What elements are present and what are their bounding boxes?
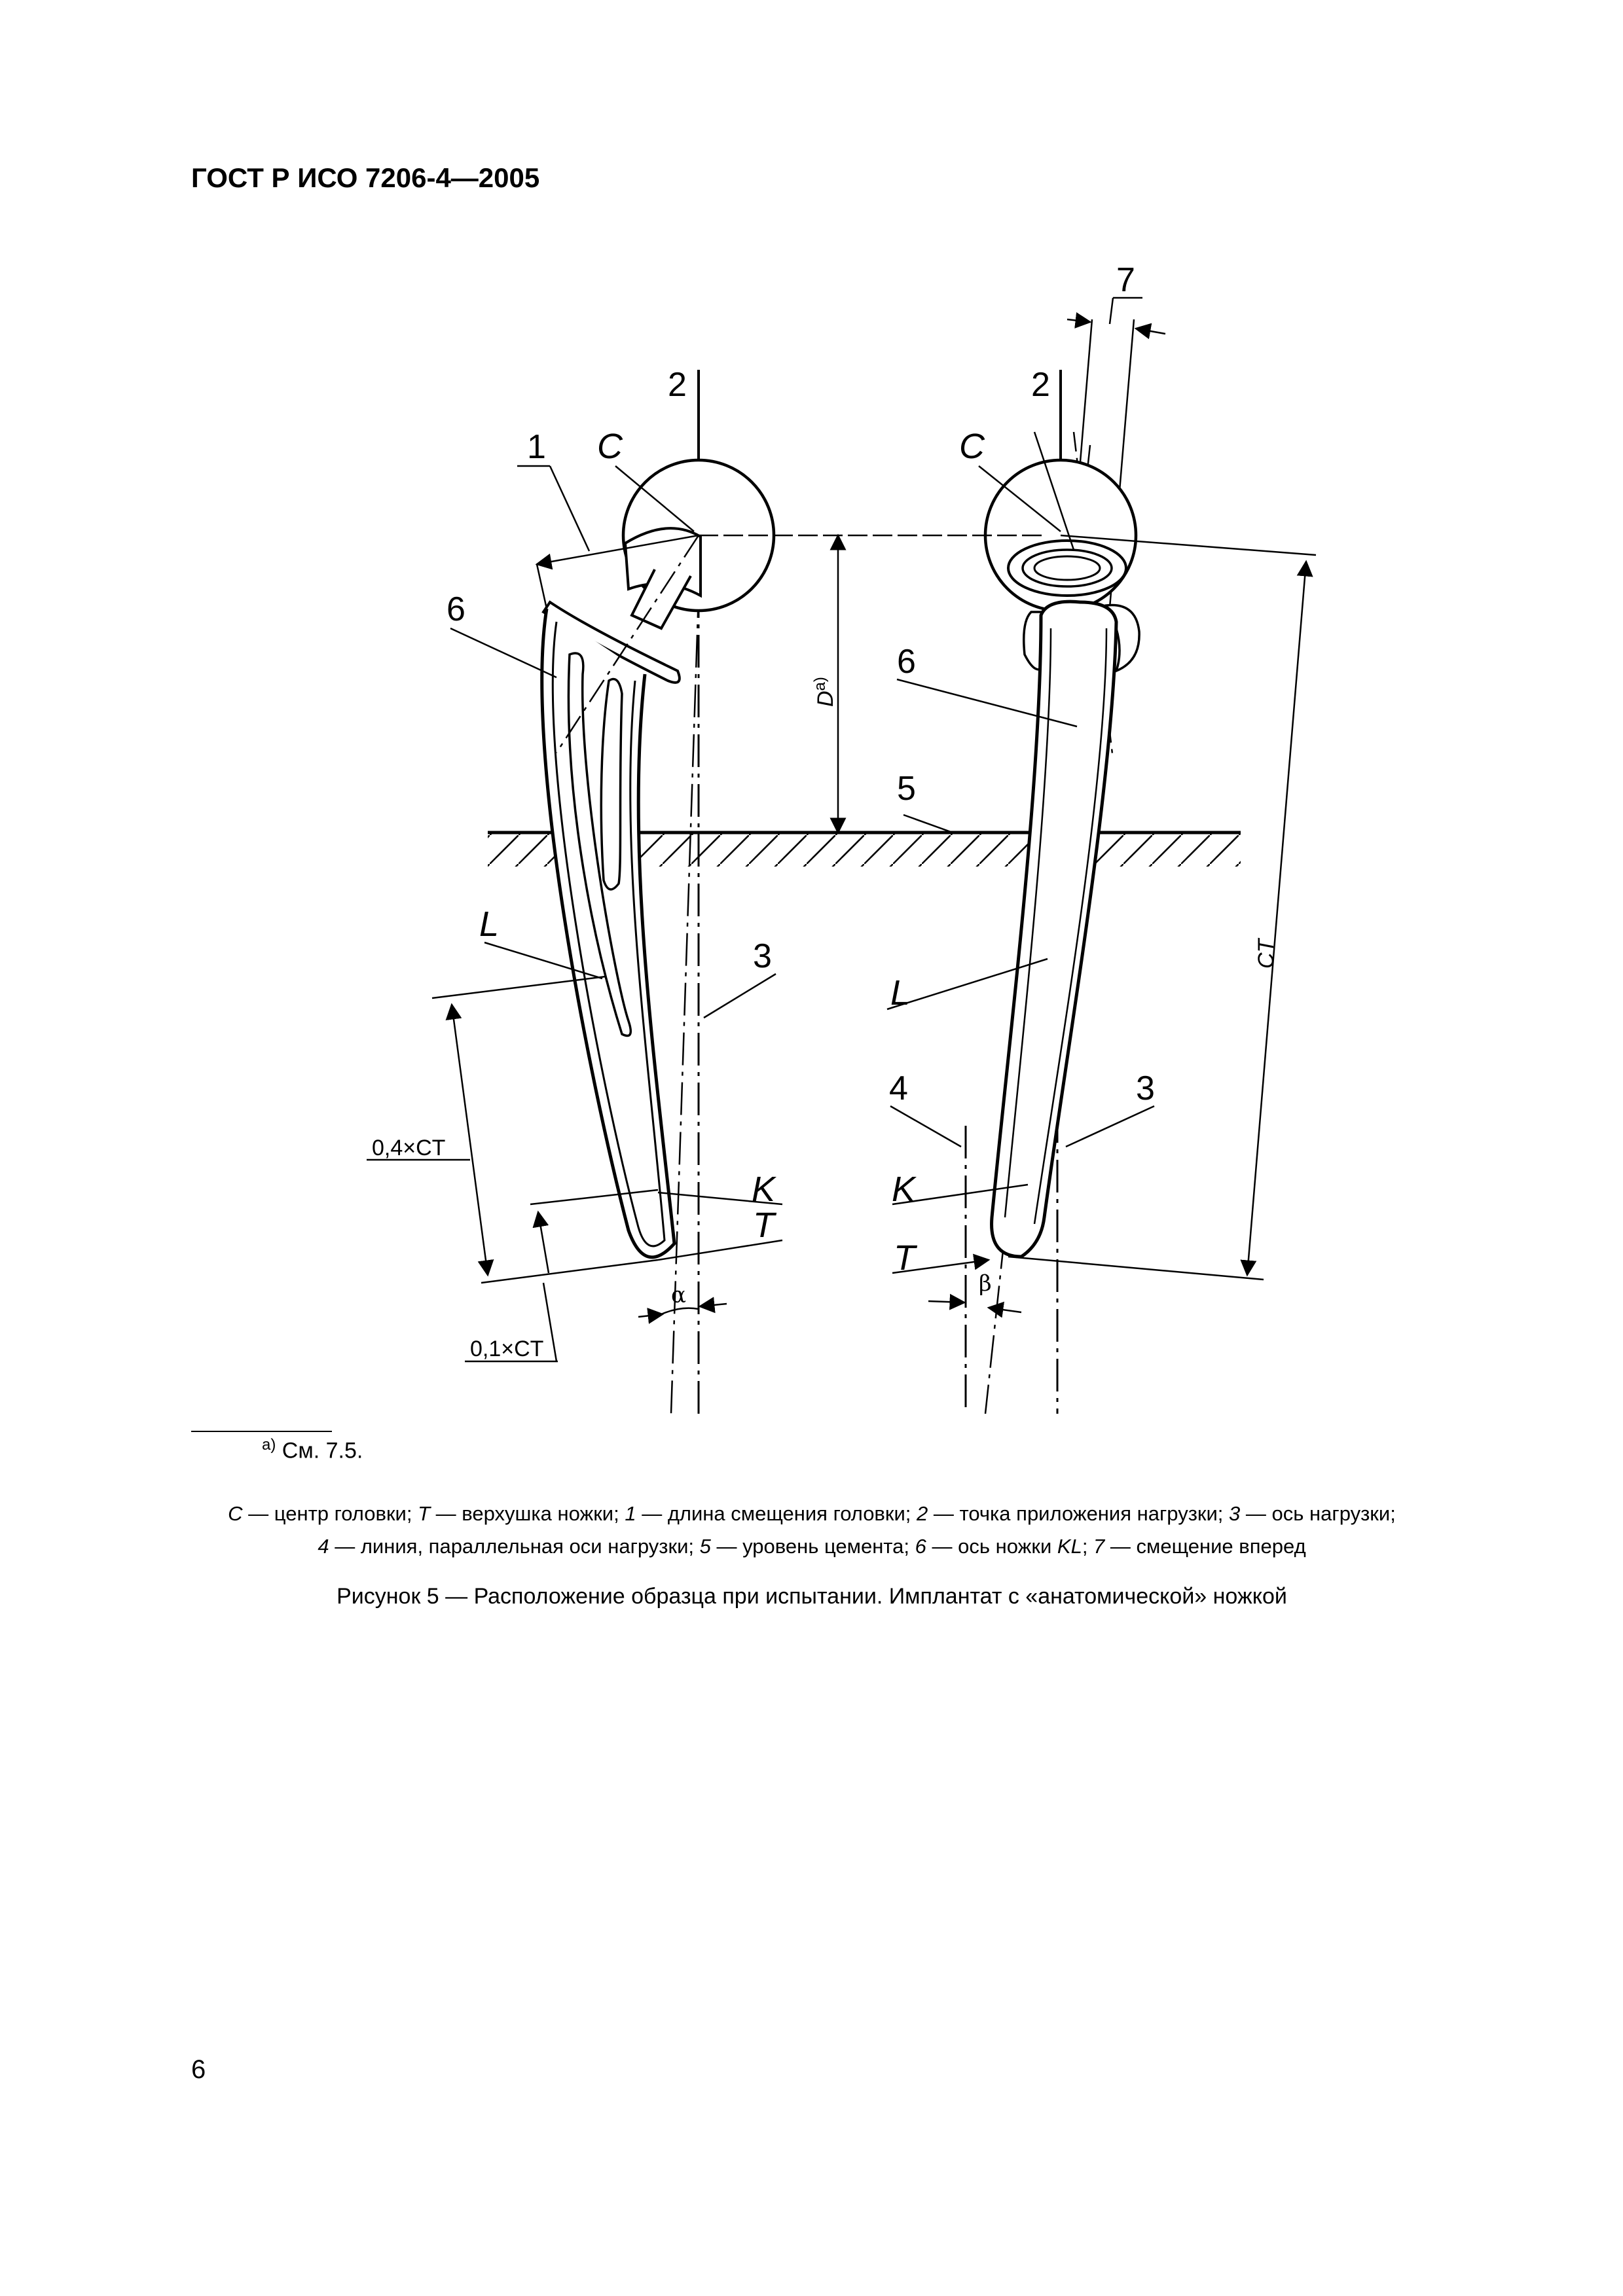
label-2-left: 2 <box>668 366 687 404</box>
label-c-right: C <box>959 427 985 466</box>
legend-key-5: 5 <box>699 1535 711 1558</box>
left-implant <box>367 370 783 1414</box>
label-beta: β <box>979 1270 992 1297</box>
figure-caption: Рисунок 5 — Расположение образца при исп… <box>337 1584 1287 1609</box>
legend-text-1: длина смещения головки <box>667 1502 905 1525</box>
legend-key-t: T <box>418 1502 430 1525</box>
legend-text-5: уровень цемента <box>742 1535 904 1558</box>
legend-key-2: 2 <box>917 1502 928 1525</box>
label-3-left: 3 <box>753 937 772 975</box>
label-d-sup: a) <box>811 677 829 691</box>
label-d-main: D <box>813 691 838 707</box>
label-3-right: 3 <box>1136 1069 1155 1107</box>
legend-key-1: 1 <box>625 1502 636 1525</box>
label-ct: CT <box>1254 937 1279 969</box>
label-l-right: L <box>890 973 910 1013</box>
label-l-left: L <box>479 905 499 944</box>
label-alpha: α <box>671 1282 686 1308</box>
label-k-right: K <box>892 1170 917 1209</box>
label-6-right: 6 <box>897 643 916 681</box>
label-d: Da) <box>811 677 838 707</box>
label-k-left: K <box>752 1170 776 1209</box>
label-6-left: 6 <box>447 590 465 628</box>
label-1: 1 <box>527 428 546 466</box>
legend-text-2: точка приложения нагрузки <box>959 1502 1218 1525</box>
label-c-left: C <box>597 427 623 466</box>
legend-text-c: центр головки <box>274 1502 407 1525</box>
right-implant <box>699 296 1317 1414</box>
footnote-rule <box>191 1431 332 1432</box>
implant-test-figure: 2 1 C 6 L 3 0,4×CT K T α 0,1×CT 7 2 C 6 … <box>367 261 1317 1414</box>
label-5: 5 <box>897 770 916 808</box>
footnote-marker: a) <box>262 1436 276 1454</box>
legend-key-4: 4 <box>318 1535 329 1558</box>
legend-text-t: верхушка ножки <box>462 1502 614 1525</box>
label-2-right: 2 <box>1031 366 1050 404</box>
legend-text-4: линия, параллельная оси нагрузки <box>360 1535 689 1558</box>
legend-text-7: смещение вперед <box>1136 1535 1306 1558</box>
label-t-left: T <box>753 1206 777 1245</box>
document-header: ГОСТ Р ИСО 7206-4—2005 <box>191 162 540 193</box>
footnote: a) См. 7.5. <box>262 1436 363 1463</box>
figure-legend: C — центр головки; T — верхушка ножки; 1… <box>228 1502 1396 1558</box>
label-7: 7 <box>1116 261 1135 299</box>
legend-key-3: 3 <box>1229 1502 1241 1525</box>
footnote-text: См. 7.5. <box>282 1438 363 1463</box>
label-01ct: 0,1×CT <box>470 1336 543 1361</box>
legend-text-3: ось нагрузки <box>1271 1502 1391 1525</box>
legend-key-7: 7 <box>1093 1535 1105 1558</box>
legend-key-6: 6 <box>915 1535 926 1558</box>
legend-key-c: C <box>228 1502 243 1525</box>
page-number: 6 <box>191 2055 206 2084</box>
label-4: 4 <box>889 1069 908 1107</box>
legend-kl: KL <box>1057 1535 1082 1558</box>
legend-text-6: ось ножки <box>958 1535 1052 1558</box>
label-04ct: 0,4×CT <box>372 1136 445 1160</box>
label-t-right: T <box>894 1238 918 1278</box>
